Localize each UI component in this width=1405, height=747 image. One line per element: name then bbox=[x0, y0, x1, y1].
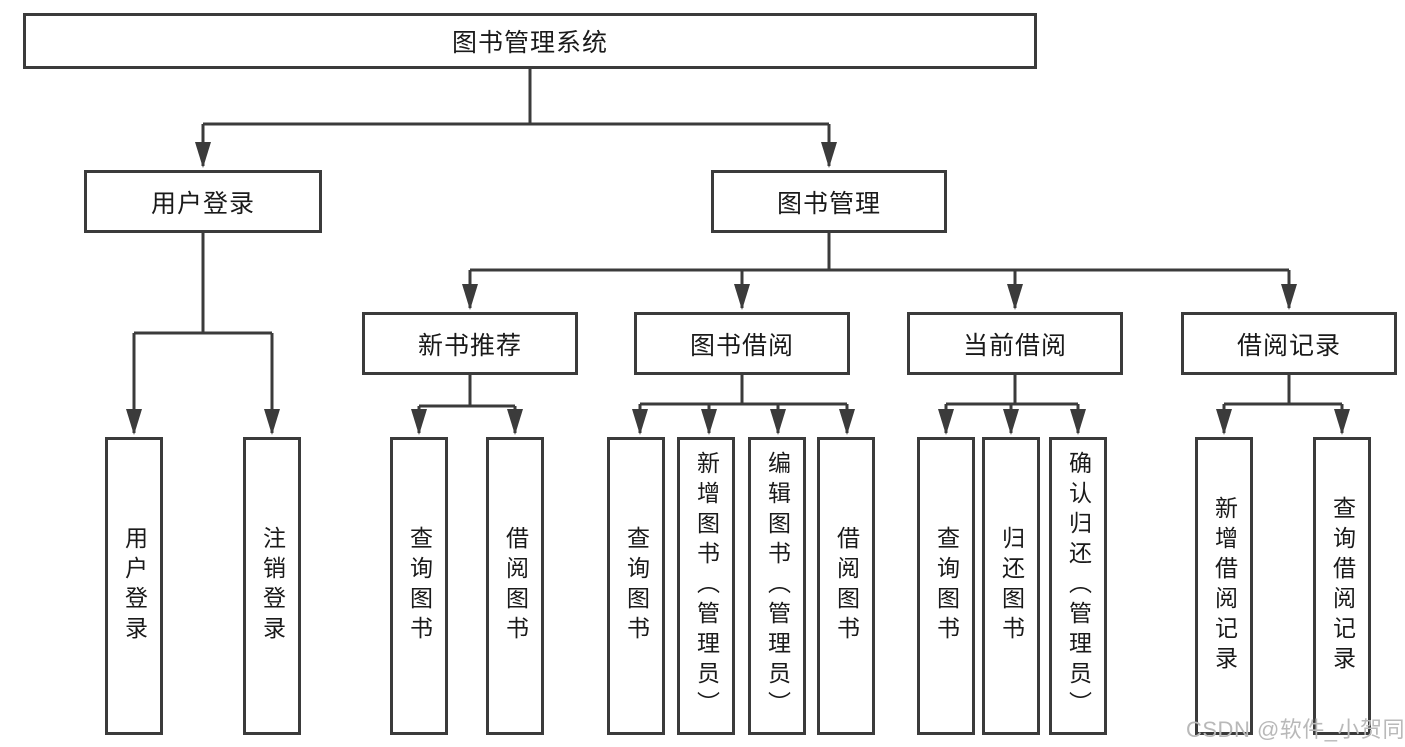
node-borrow-records: 借阅记录 bbox=[1181, 312, 1397, 375]
node-new-book-recommend: 新书推荐 bbox=[362, 312, 578, 375]
node-edit-book-admin-label: 编辑图书（管理员） bbox=[764, 451, 791, 721]
node-confirm-return-admin: 确认归还（管理员） bbox=[1049, 437, 1107, 735]
node-add-borrow-record: 新增借阅记录 bbox=[1195, 437, 1253, 735]
node-add-book-admin: 新增图书（管理员） bbox=[677, 437, 735, 735]
node-return-book: 归还图书 bbox=[982, 437, 1040, 735]
node-user-login-label: 用户登录 bbox=[150, 189, 255, 218]
node-user-login: 用户登录 bbox=[84, 170, 322, 233]
connector-root-to-level1 bbox=[195, 69, 837, 168]
node-return-book-label: 归还图书 bbox=[998, 526, 1025, 646]
node-logout: 注销登录 bbox=[243, 437, 301, 735]
node-book-borrow-label: 图书借阅 bbox=[689, 331, 794, 360]
node-confirm-return-admin-label: 确认归还（管理员） bbox=[1065, 451, 1092, 721]
node-borrow-books-recommend-label: 借阅图书 bbox=[502, 526, 529, 646]
node-query-books-recommend: 查询图书 bbox=[390, 437, 448, 735]
connector-user-login-to-leaves bbox=[126, 233, 280, 435]
connector-new-book-recommend-to-leaves bbox=[411, 375, 523, 435]
node-borrow-records-label: 借阅记录 bbox=[1236, 331, 1341, 360]
node-query-books-current: 查询图书 bbox=[917, 437, 975, 735]
node-edit-book-admin: 编辑图书（管理员） bbox=[748, 437, 806, 735]
node-borrow-books-leaf: 借阅图书 bbox=[817, 437, 875, 735]
node-query-books-current-label: 查询图书 bbox=[933, 526, 960, 646]
node-query-books-borrow-label: 查询图书 bbox=[623, 526, 650, 646]
node-current-borrow: 当前借阅 bbox=[907, 312, 1123, 375]
node-borrow-books-recommend: 借阅图书 bbox=[486, 437, 544, 735]
node-book-management-label: 图书管理 bbox=[776, 189, 881, 218]
node-user-login-leaf-label: 用户登录 bbox=[121, 526, 148, 646]
node-root: 图书管理系统 bbox=[23, 13, 1037, 69]
connector-book-borrow-to-leaves bbox=[632, 375, 855, 435]
node-logout-label: 注销登录 bbox=[259, 526, 286, 646]
node-new-book-recommend-label: 新书推荐 bbox=[417, 331, 522, 360]
node-borrow-books-leaf-label: 借阅图书 bbox=[833, 526, 860, 646]
node-user-login-leaf: 用户登录 bbox=[105, 437, 163, 735]
node-book-borrow: 图书借阅 bbox=[634, 312, 850, 375]
node-current-borrow-label: 当前借阅 bbox=[962, 331, 1067, 360]
node-query-books-borrow: 查询图书 bbox=[607, 437, 665, 735]
node-book-management: 图书管理 bbox=[711, 170, 947, 233]
connector-current-borrow-to-leaves bbox=[938, 375, 1086, 435]
node-add-borrow-record-label: 新增借阅记录 bbox=[1211, 496, 1238, 676]
connector-book-management-to-level2 bbox=[462, 233, 1297, 310]
node-query-books-recommend-label: 查询图书 bbox=[406, 526, 433, 646]
node-query-borrow-record: 查询借阅记录 bbox=[1313, 437, 1371, 735]
node-query-borrow-record-label: 查询借阅记录 bbox=[1329, 496, 1356, 676]
connector-borrow-records-to-leaves bbox=[1216, 375, 1350, 435]
node-root-label: 图书管理系统 bbox=[451, 29, 608, 57]
node-add-book-admin-label: 新增图书（管理员） bbox=[693, 451, 720, 721]
